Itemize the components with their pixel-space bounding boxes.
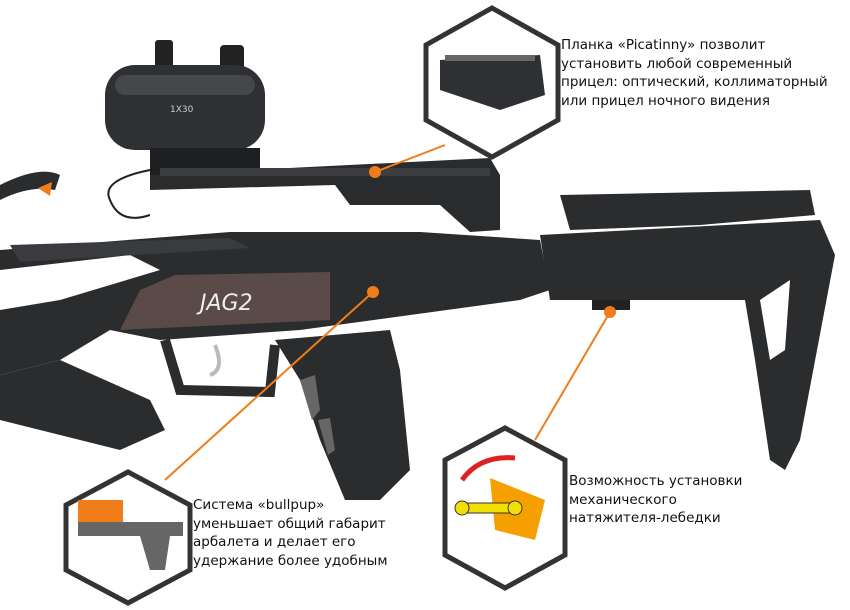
leader-line-bullpup xyxy=(164,291,374,481)
winch-callout-hexagon xyxy=(442,425,568,591)
red-dot-scope: 1X30 xyxy=(105,40,265,178)
picatinny-callout-hexagon xyxy=(423,5,561,160)
caption-line: механического xyxy=(569,491,677,508)
adjustable-buttstock xyxy=(540,190,835,470)
pistol-grip xyxy=(275,330,410,500)
leader-line-picatinny xyxy=(374,144,446,173)
caption-line: удержание более удобным xyxy=(193,552,388,569)
picatinny-rail xyxy=(150,158,500,232)
picatinny-caption: Планка «Picatinny» позволит установить л… xyxy=(561,36,828,110)
bullpup-caption: Система «bullpup» уменьшает общий габари… xyxy=(193,496,388,570)
caption-line: установить любой современный xyxy=(561,55,793,72)
caption-line: или прицел ночного видения xyxy=(561,92,770,109)
winch-caption: Возможность установки механического натя… xyxy=(569,472,742,528)
caption-line: арбалета и делает его xyxy=(193,534,356,550)
caption-line: Система «bullpup» xyxy=(193,497,325,513)
caption-line: Возможность установки xyxy=(569,473,743,489)
caption-line: прицел: оптический, коллиматорный xyxy=(561,74,828,90)
scope-label: 1X30 xyxy=(170,105,194,115)
bullpup-callout-hexagon xyxy=(63,469,193,606)
caption-line: Планка «Picatinny» позволит xyxy=(561,37,766,53)
brand-logo: JAG2 xyxy=(196,291,253,316)
caption-line: натяжителя-лебедки xyxy=(569,510,721,526)
leader-line-winch xyxy=(534,311,611,441)
caption-line: уменьшает общий габарит xyxy=(193,515,386,532)
